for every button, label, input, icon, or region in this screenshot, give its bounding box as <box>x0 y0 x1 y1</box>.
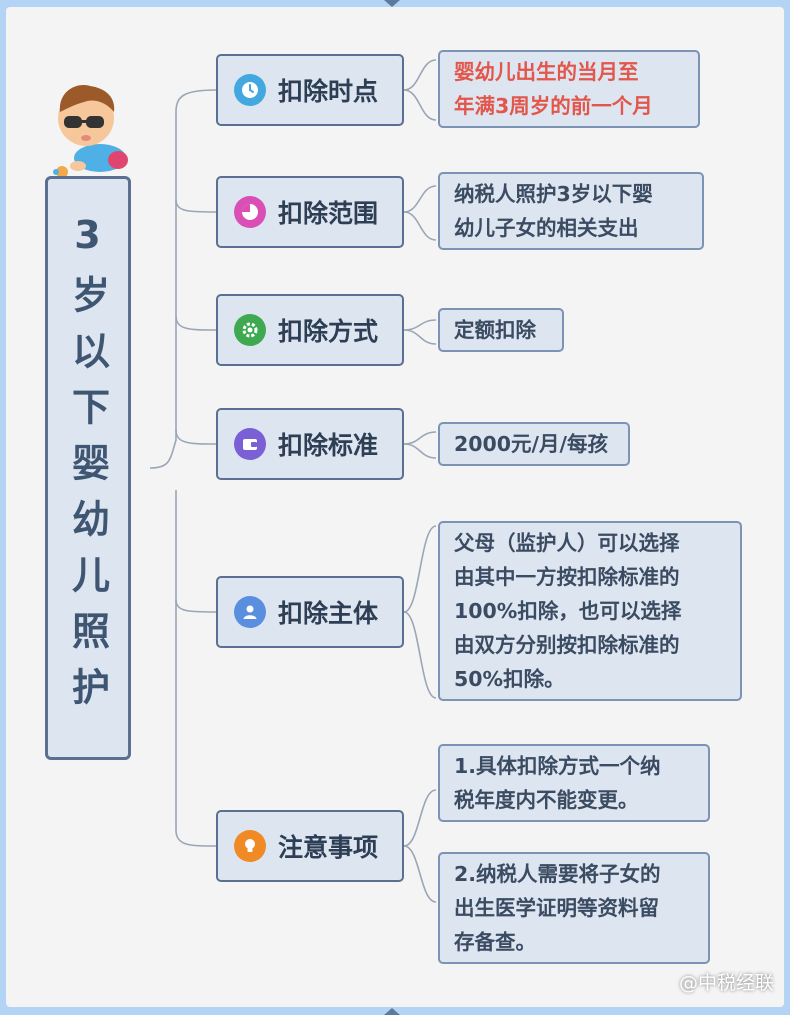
leaf-deduction-method: 定额扣除 <box>438 308 564 352</box>
branch-label: 扣除主体 <box>278 599 379 628</box>
root-node: 3岁以下婴幼儿照护 <box>45 176 131 760</box>
baby-mascot <box>53 85 128 178</box>
leaf-line: 2.纳税人需要将子女的 <box>454 862 661 886</box>
clock-icon <box>234 74 266 106</box>
top-notch <box>384 0 400 7</box>
branch-label: 扣除方式 <box>278 317 379 346</box>
leaf-line: 年满3周岁的前一个月 <box>454 94 653 118</box>
branch-deduction-method: 扣除方式 <box>216 294 404 366</box>
branch-label: 注意事项 <box>278 833 379 862</box>
leaf-line: 100%扣除，也可以选择 <box>454 599 682 623</box>
leaf-deduction-time: 婴幼儿出生的当月至 年满3周岁的前一个月 <box>438 50 700 128</box>
leaf-line: 50%扣除。 <box>454 667 565 691</box>
branch-label: 扣除范围 <box>278 199 379 228</box>
leaf-line: 婴幼儿出生的当月至 <box>454 60 639 84</box>
wallet-icon <box>234 428 266 460</box>
branch-notes: 注意事项 <box>216 810 404 882</box>
leaf-line: 出生医学证明等资料留 <box>454 896 659 920</box>
watermark: @中税经联 <box>678 972 774 994</box>
leaf-line: 存备查。 <box>454 930 536 954</box>
leaf-deduction-standard: 2000元/月/每孩 <box>438 422 630 466</box>
leaf-line: 税年度内不能变更。 <box>454 788 639 812</box>
leaf-line: 幼儿子女的相关支出 <box>454 216 639 240</box>
leaf-line: 父母（监护人）可以选择 <box>454 531 680 555</box>
gear-icon <box>234 314 266 346</box>
leaf-note-2: 2.纳税人需要将子女的 出生医学证明等资料留 存备查。 <box>438 852 710 964</box>
leaf-line: 2000元/月/每孩 <box>454 432 609 456</box>
user-icon <box>234 596 266 628</box>
leaf-line: 纳税人照护3岁以下婴 <box>454 182 653 206</box>
leaf-line: 由双方分别按扣除标准的 <box>454 633 680 657</box>
branch-deduction-subject: 扣除主体 <box>216 576 404 648</box>
lightbulb-icon <box>234 830 266 862</box>
bottom-notch <box>384 1008 400 1015</box>
leaf-note-1: 1.具体扣除方式一个纳 税年度内不能变更。 <box>438 744 710 822</box>
leaf-deduction-subject: 父母（监护人）可以选择 由其中一方按扣除标准的 100%扣除，也可以选择 由双方… <box>438 521 742 701</box>
branch-label: 扣除时点 <box>278 77 379 106</box>
leaf-deduction-scope: 纳税人照护3岁以下婴 幼儿子女的相关支出 <box>438 172 704 250</box>
leaf-line: 定额扣除 <box>454 318 536 342</box>
branch-deduction-scope: 扣除范围 <box>216 176 404 248</box>
leaf-line: 1.具体扣除方式一个纳 <box>454 754 661 778</box>
leaf-line: 由其中一方按扣除标准的 <box>454 565 680 589</box>
root-title: 3岁以下婴幼儿照护 <box>65 213 110 723</box>
branch-deduction-standard: 扣除标准 <box>216 408 404 480</box>
branch-deduction-time: 扣除时点 <box>216 54 404 126</box>
branch-label: 扣除标准 <box>278 431 379 460</box>
pie-chart-icon <box>234 196 266 228</box>
